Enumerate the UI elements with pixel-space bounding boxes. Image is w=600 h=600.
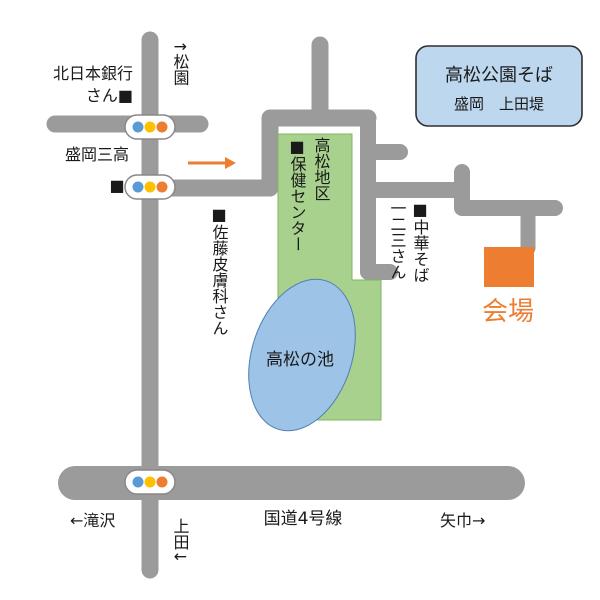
bank-label-line1: 北日本銀行 <box>53 64 133 83</box>
school-marker: ■ <box>109 176 124 195</box>
title-box-title: 高松公園そば <box>445 65 553 86</box>
title-box-subtitle: 盛岡 上田堤 <box>454 95 544 113</box>
south-direction-label: 上田↓ <box>171 518 190 563</box>
traffic-light-icon <box>124 114 176 140</box>
health-center-label-line1: 高松地区 <box>312 137 331 201</box>
health-center-label-line2: ■保健センター <box>288 137 307 252</box>
venue-marker <box>484 247 534 287</box>
highway-label: 国道4号線 <box>264 509 343 529</box>
west-direction-label: ←滝沢 <box>70 511 115 530</box>
chinese-soba-label-line1: ■中華そば <box>411 200 430 283</box>
traffic-light-icon <box>124 174 176 200</box>
title-box <box>415 45 583 127</box>
chinese-soba-label-line2: 一二三さん <box>388 200 407 280</box>
pond-label: 高松の池 <box>266 350 334 370</box>
venue-road-2 <box>454 164 563 216</box>
takamatsu-pond <box>248 278 356 432</box>
north-direction-label: ↑松園 <box>171 40 190 85</box>
traffic-light-icon <box>124 469 176 495</box>
dermatology-label: ■佐藤皮膚科さん <box>210 205 229 336</box>
right-arrow-icon <box>188 157 236 169</box>
school-label: 盛岡三高 <box>65 145 129 164</box>
east-direction-label: 矢巾→ <box>440 511 485 530</box>
bank-label-line2: さん■ <box>86 86 133 105</box>
venue-label: 会場 <box>482 297 534 327</box>
